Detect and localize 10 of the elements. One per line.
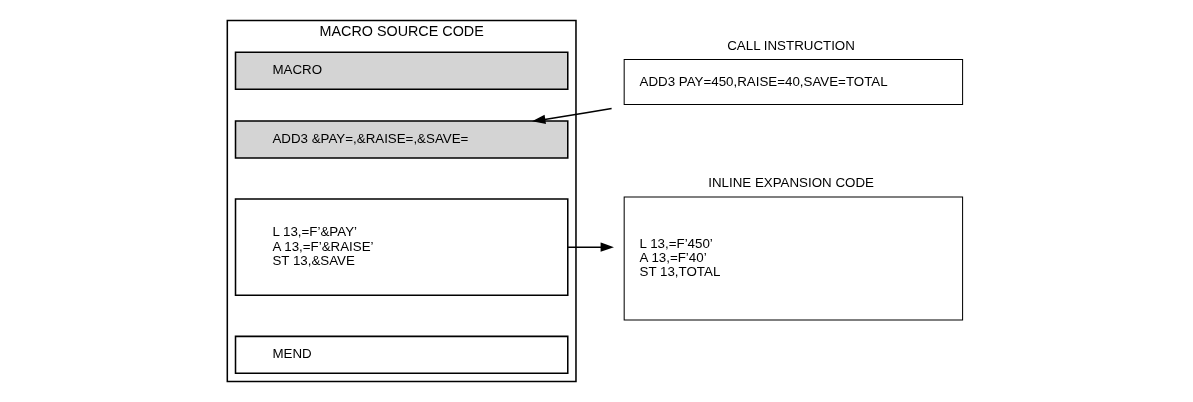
arrow [566, 242, 614, 252]
node-box: MEND [234, 335, 569, 375]
node-box: ADD3 &PAY=,&RAISE=,&SAVE= [234, 120, 569, 159]
node-box: ADD3 PAY=450,RAISE=40,SAVE=TOTAL [623, 58, 963, 106]
node-label: CALL INSTRUCTION [726, 37, 855, 53]
node-box: MACRO [234, 51, 569, 90]
node-box: L 13,=F’&PAY’ A 13,=F’&RAISE’ ST 13,&SAVE [234, 198, 569, 297]
node-label: INLINE EXPANSION CODE [707, 175, 874, 191]
node-box: L 13,=F’450’ A 13,=F’40’ ST 13,TOTAL [623, 196, 963, 321]
arrow [531, 107, 612, 124]
